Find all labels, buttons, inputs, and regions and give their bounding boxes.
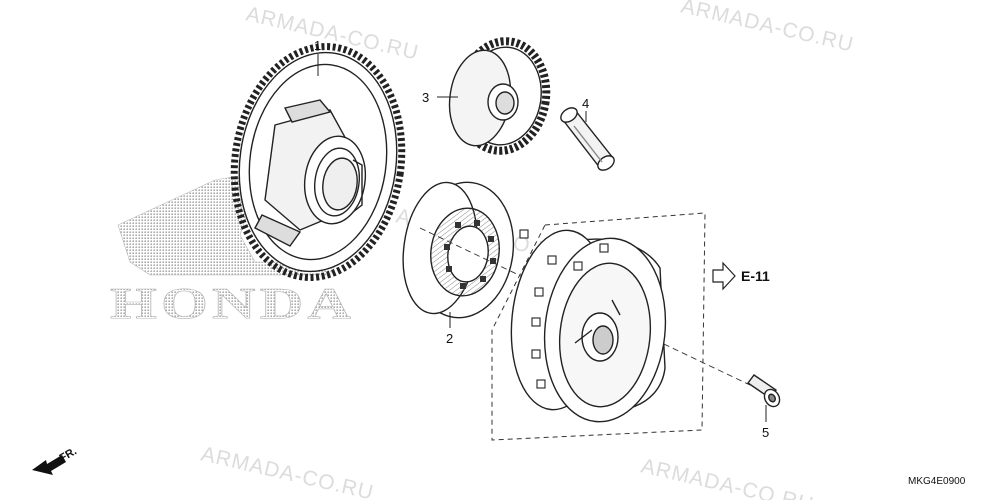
starter-driven-gear (230, 43, 406, 281)
clutch-rollers (444, 220, 496, 289)
clutch-outer-drum (510, 229, 667, 423)
watermark-bottom-1: ARMADA-CO.RU (199, 442, 376, 500)
flange-bolt (747, 374, 781, 408)
callout-5: 5 (762, 425, 769, 440)
front-direction-indicator: FR. (32, 445, 79, 475)
reference-e11[interactable]: E-11 (712, 261, 770, 291)
callout-3: 3 (422, 90, 429, 105)
watermark-bottom-2: ARMADA-CO.RU (639, 454, 816, 500)
one-way-clutch (402, 181, 515, 319)
honda-wordmark: HONDA (110, 279, 355, 328)
honda-logo: HONDA (110, 171, 355, 328)
reference-arrow-icon (712, 261, 736, 291)
reduction-gear (448, 37, 551, 155)
drum-slots (519, 229, 609, 389)
diagram-code: MKG4E0900 (908, 476, 966, 487)
callout-2: 2 (446, 331, 453, 346)
front-arrow-icon (32, 455, 66, 475)
reference-label[interactable]: E-11 (741, 268, 770, 284)
watermark-top-2: ARMADA-CO.RU (679, 0, 856, 57)
gear-shaft (560, 107, 615, 171)
callout-1: 1 (314, 38, 321, 53)
leader-lines (317, 54, 767, 422)
front-label: FR. (58, 445, 79, 464)
callout-4: 4 (582, 96, 589, 111)
